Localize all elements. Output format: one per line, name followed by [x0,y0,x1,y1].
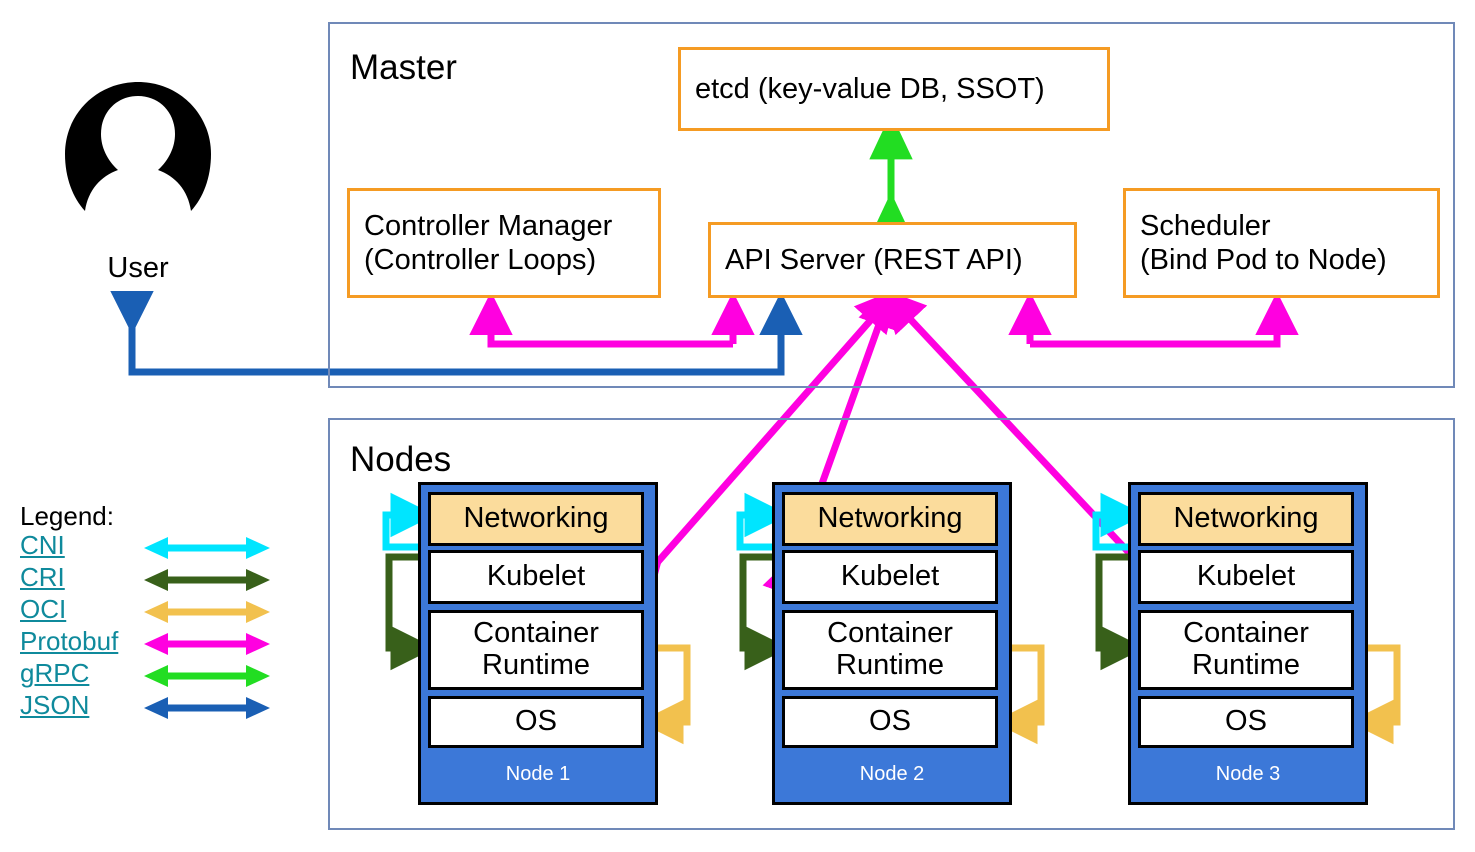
nodes-panel [328,418,1455,830]
node-3-container-runtime-label: Container Runtime [1183,617,1309,681]
legend-label-cri[interactable]: CRI [20,562,65,593]
node-2-name: Node 2 [859,763,925,785]
node-3-layer-kubelet[interactable]: Kubelet [1138,550,1354,604]
legend-label-grpc[interactable]: gRPC [20,658,90,689]
node-2-os-label: OS [869,705,911,738]
node-2-layer-os[interactable]: OS [782,696,998,748]
etcd-box[interactable]: etcd (key-value DB, SSOT) [678,47,1110,131]
legend-item-grpc[interactable]: gRPC [20,658,280,692]
node-2-layer-kubelet[interactable]: Kubelet [782,550,998,604]
legend-label-cni[interactable]: CNI [20,530,65,561]
legend-item-json[interactable]: JSON [20,690,280,724]
node-2-kubelet-label: Kubelet [840,560,940,593]
legend-arrow-cri [144,569,270,592]
legend-item-protobuf[interactable]: Protobuf [20,626,280,660]
etcd-label: etcd (key-value DB, SSOT) [695,72,1045,105]
legend-arrow-oci [144,601,270,624]
controller-manager-box[interactable]: Controller Manager (Controller Loops) [347,188,661,298]
legend-arrow-cni [144,537,270,560]
legend-item-cri[interactable]: CRI [20,562,280,596]
master-panel-title: Master [350,48,457,87]
node-1-kubelet-label: Kubelet [486,560,586,593]
legend-arrow-grpc [144,665,270,688]
node-3-networking-label: Networking [1173,502,1319,535]
node-2[interactable]: Networking Kubelet Container Runtime OS … [772,482,1012,805]
node-1-layer-kubelet[interactable]: Kubelet [428,550,644,604]
node-3[interactable]: Networking Kubelet Container Runtime OS … [1128,482,1368,805]
legend-label-oci[interactable]: OCI [20,594,67,625]
node-3-layer-os[interactable]: OS [1138,696,1354,748]
node-2-layer-container-runtime[interactable]: Container Runtime [782,610,998,690]
api-server-box[interactable]: API Server (REST API) [708,222,1077,298]
master-panel [328,22,1455,388]
api-server-label: API Server (REST API) [725,243,1023,276]
node-1[interactable]: Networking Kubelet Container Runtime OS … [418,482,658,805]
legend: Legend: CNI CRI OCI [20,501,280,724]
node-3-name: Node 3 [1215,763,1281,785]
node-1-layer-networking[interactable]: Networking [428,492,644,546]
node-2-layer-networking[interactable]: Networking [782,492,998,546]
legend-title: Legend: [20,501,114,531]
node-3-os-label: OS [1225,705,1267,738]
node-1-container-runtime-label: Container Runtime [473,617,599,681]
controller-manager-label-line1: Controller Manager [364,209,613,242]
node-2-container-runtime-label: Container Runtime [827,617,953,681]
controller-manager-label-line2: (Controller Loops) [364,244,597,276]
node-1-layer-container-runtime[interactable]: Container Runtime [428,610,644,690]
scheduler-label-line2: (Bind Pod to Node) [1140,244,1387,276]
legend-item-cni[interactable]: CNI [20,530,280,564]
node-3-layer-container-runtime[interactable]: Container Runtime [1138,610,1354,690]
user-label: User [107,252,169,284]
node-2-networking-label: Networking [817,502,963,535]
node-1-os-label: OS [515,705,557,738]
scheduler-box[interactable]: Scheduler (Bind Pod to Node) [1123,188,1440,298]
node-1-layer-os[interactable]: OS [428,696,644,748]
user-avatar-icon [65,82,211,211]
legend-arrow-json [144,697,270,720]
legend-arrow-protobuf [144,633,270,656]
node-3-layer-networking[interactable]: Networking [1138,492,1354,546]
scheduler-label-line1: Scheduler [1140,209,1271,242]
node-3-kubelet-label: Kubelet [1196,560,1296,593]
nodes-panel-title: Nodes [350,440,452,479]
legend-item-oci[interactable]: OCI [20,594,280,628]
node-1-networking-label: Networking [463,502,609,535]
legend-label-json[interactable]: JSON [20,690,90,721]
legend-label-protobuf[interactable]: Protobuf [20,626,119,657]
node-1-name: Node 1 [505,763,571,785]
